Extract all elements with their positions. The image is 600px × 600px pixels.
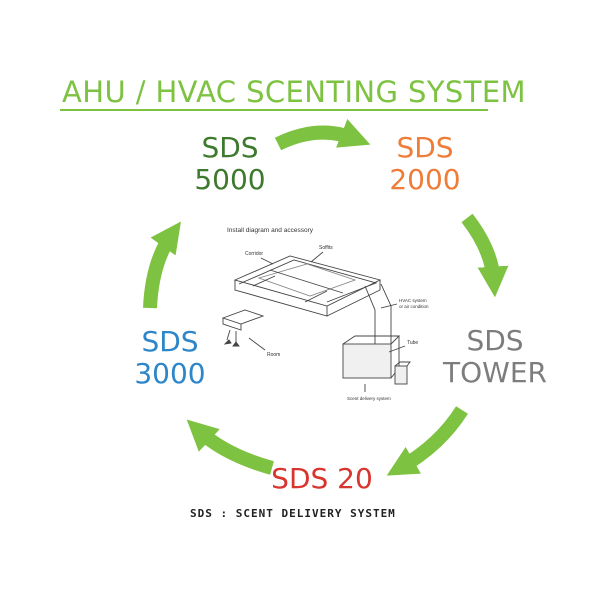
label-scent-delivery: Scent delivery system [347, 396, 391, 401]
arrow-3000-to-5000 [143, 221, 181, 309]
duct-illustration [221, 251, 411, 392]
node-sds-3000: SDS 3000 [115, 326, 225, 390]
arrow-tower-to-20 [386, 406, 468, 476]
title-underline [60, 109, 488, 111]
label-soffits: Soffits [319, 245, 333, 251]
node-sds-tower-line2: TOWER [443, 356, 547, 389]
node-sds-2000-line2: 2000 [389, 163, 461, 196]
arrow-5000-to-2000 [274, 119, 371, 151]
node-sds-2000: SDS 2000 [370, 132, 480, 196]
node-sds-20-label: SDS 20 [271, 462, 373, 495]
label-hvac-2: or air condition [399, 304, 429, 309]
node-sds-tower: SDS TOWER [435, 325, 555, 389]
node-sds-3000-line1: SDS [141, 325, 199, 358]
arrow-2000-to-tower [461, 213, 509, 298]
node-sds-2000-line1: SDS [396, 131, 454, 164]
node-sds-5000: SDS 5000 [175, 132, 285, 196]
arrow-20-to-3000 [186, 419, 274, 475]
label-tube: Tube [407, 340, 418, 346]
subtitle-legend: SDS : SCENT DELIVERY SYSTEM [190, 507, 396, 520]
install-diagram-heading: Install diagram and accessory [227, 227, 314, 234]
node-sds-3000-line2: 3000 [134, 357, 206, 390]
label-hvac: HVAC system [399, 298, 427, 303]
label-corridor: Corridor [245, 251, 263, 257]
label-room: Room [267, 352, 280, 358]
node-sds-5000-line2: 5000 [194, 163, 266, 196]
node-sds-5000-line1: SDS [201, 131, 259, 164]
node-sds-20: SDS 20 [262, 463, 382, 495]
node-sds-tower-line1: SDS [466, 324, 524, 357]
page-title: AHU / HVAC SCENTING SYSTEM [62, 75, 526, 109]
install-diagram: Install diagram and accessory [221, 227, 429, 401]
